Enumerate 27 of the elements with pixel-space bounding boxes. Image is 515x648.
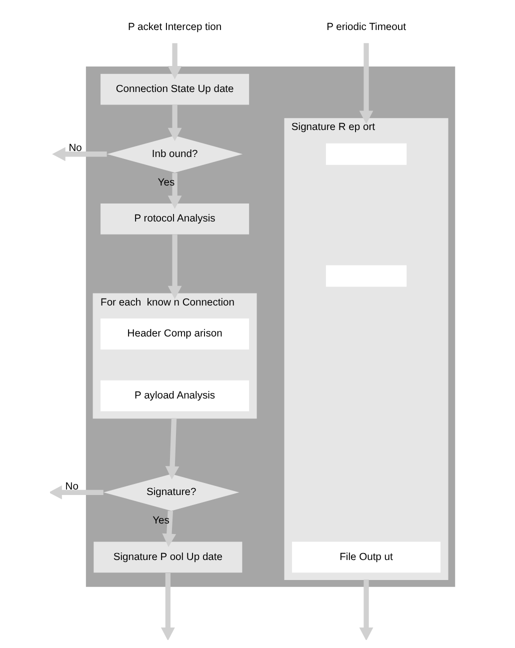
node-box: Signature P ool Up date: [94, 542, 242, 573]
node-box: P ayload Analysis: [100, 380, 250, 412]
node-box: [326, 143, 407, 165]
node-box: P rotocol Analysis: [100, 204, 250, 234]
arrow: [50, 485, 104, 500]
node-diamond: Signature?: [104, 474, 240, 511]
edge-label: No: [65, 481, 78, 492]
arrow: [165, 418, 180, 480]
edge-label: Yes: [152, 515, 170, 526]
node-box: Connection State Up date: [100, 74, 250, 105]
arrow: [168, 43, 182, 80]
arrow: [162, 510, 176, 547]
arrow: [168, 172, 182, 209]
edge-label: Yes: [158, 177, 175, 188]
arrow: [359, 580, 374, 640]
node-box: Header Comp arison: [100, 318, 250, 350]
arrow: [52, 147, 107, 162]
node-text: P eriodic Timeout: [326, 22, 406, 34]
node-box: File Outp ut: [292, 542, 441, 573]
node-diamond: Inb ound?: [106, 136, 243, 173]
arrow: [168, 234, 182, 300]
arrow: [168, 104, 182, 142]
edge-label: No: [68, 143, 82, 154]
arrow: [359, 43, 374, 124]
node-box: [326, 265, 407, 287]
arrow: [160, 572, 175, 640]
node-text: P acket Intercep tion: [128, 22, 222, 34]
